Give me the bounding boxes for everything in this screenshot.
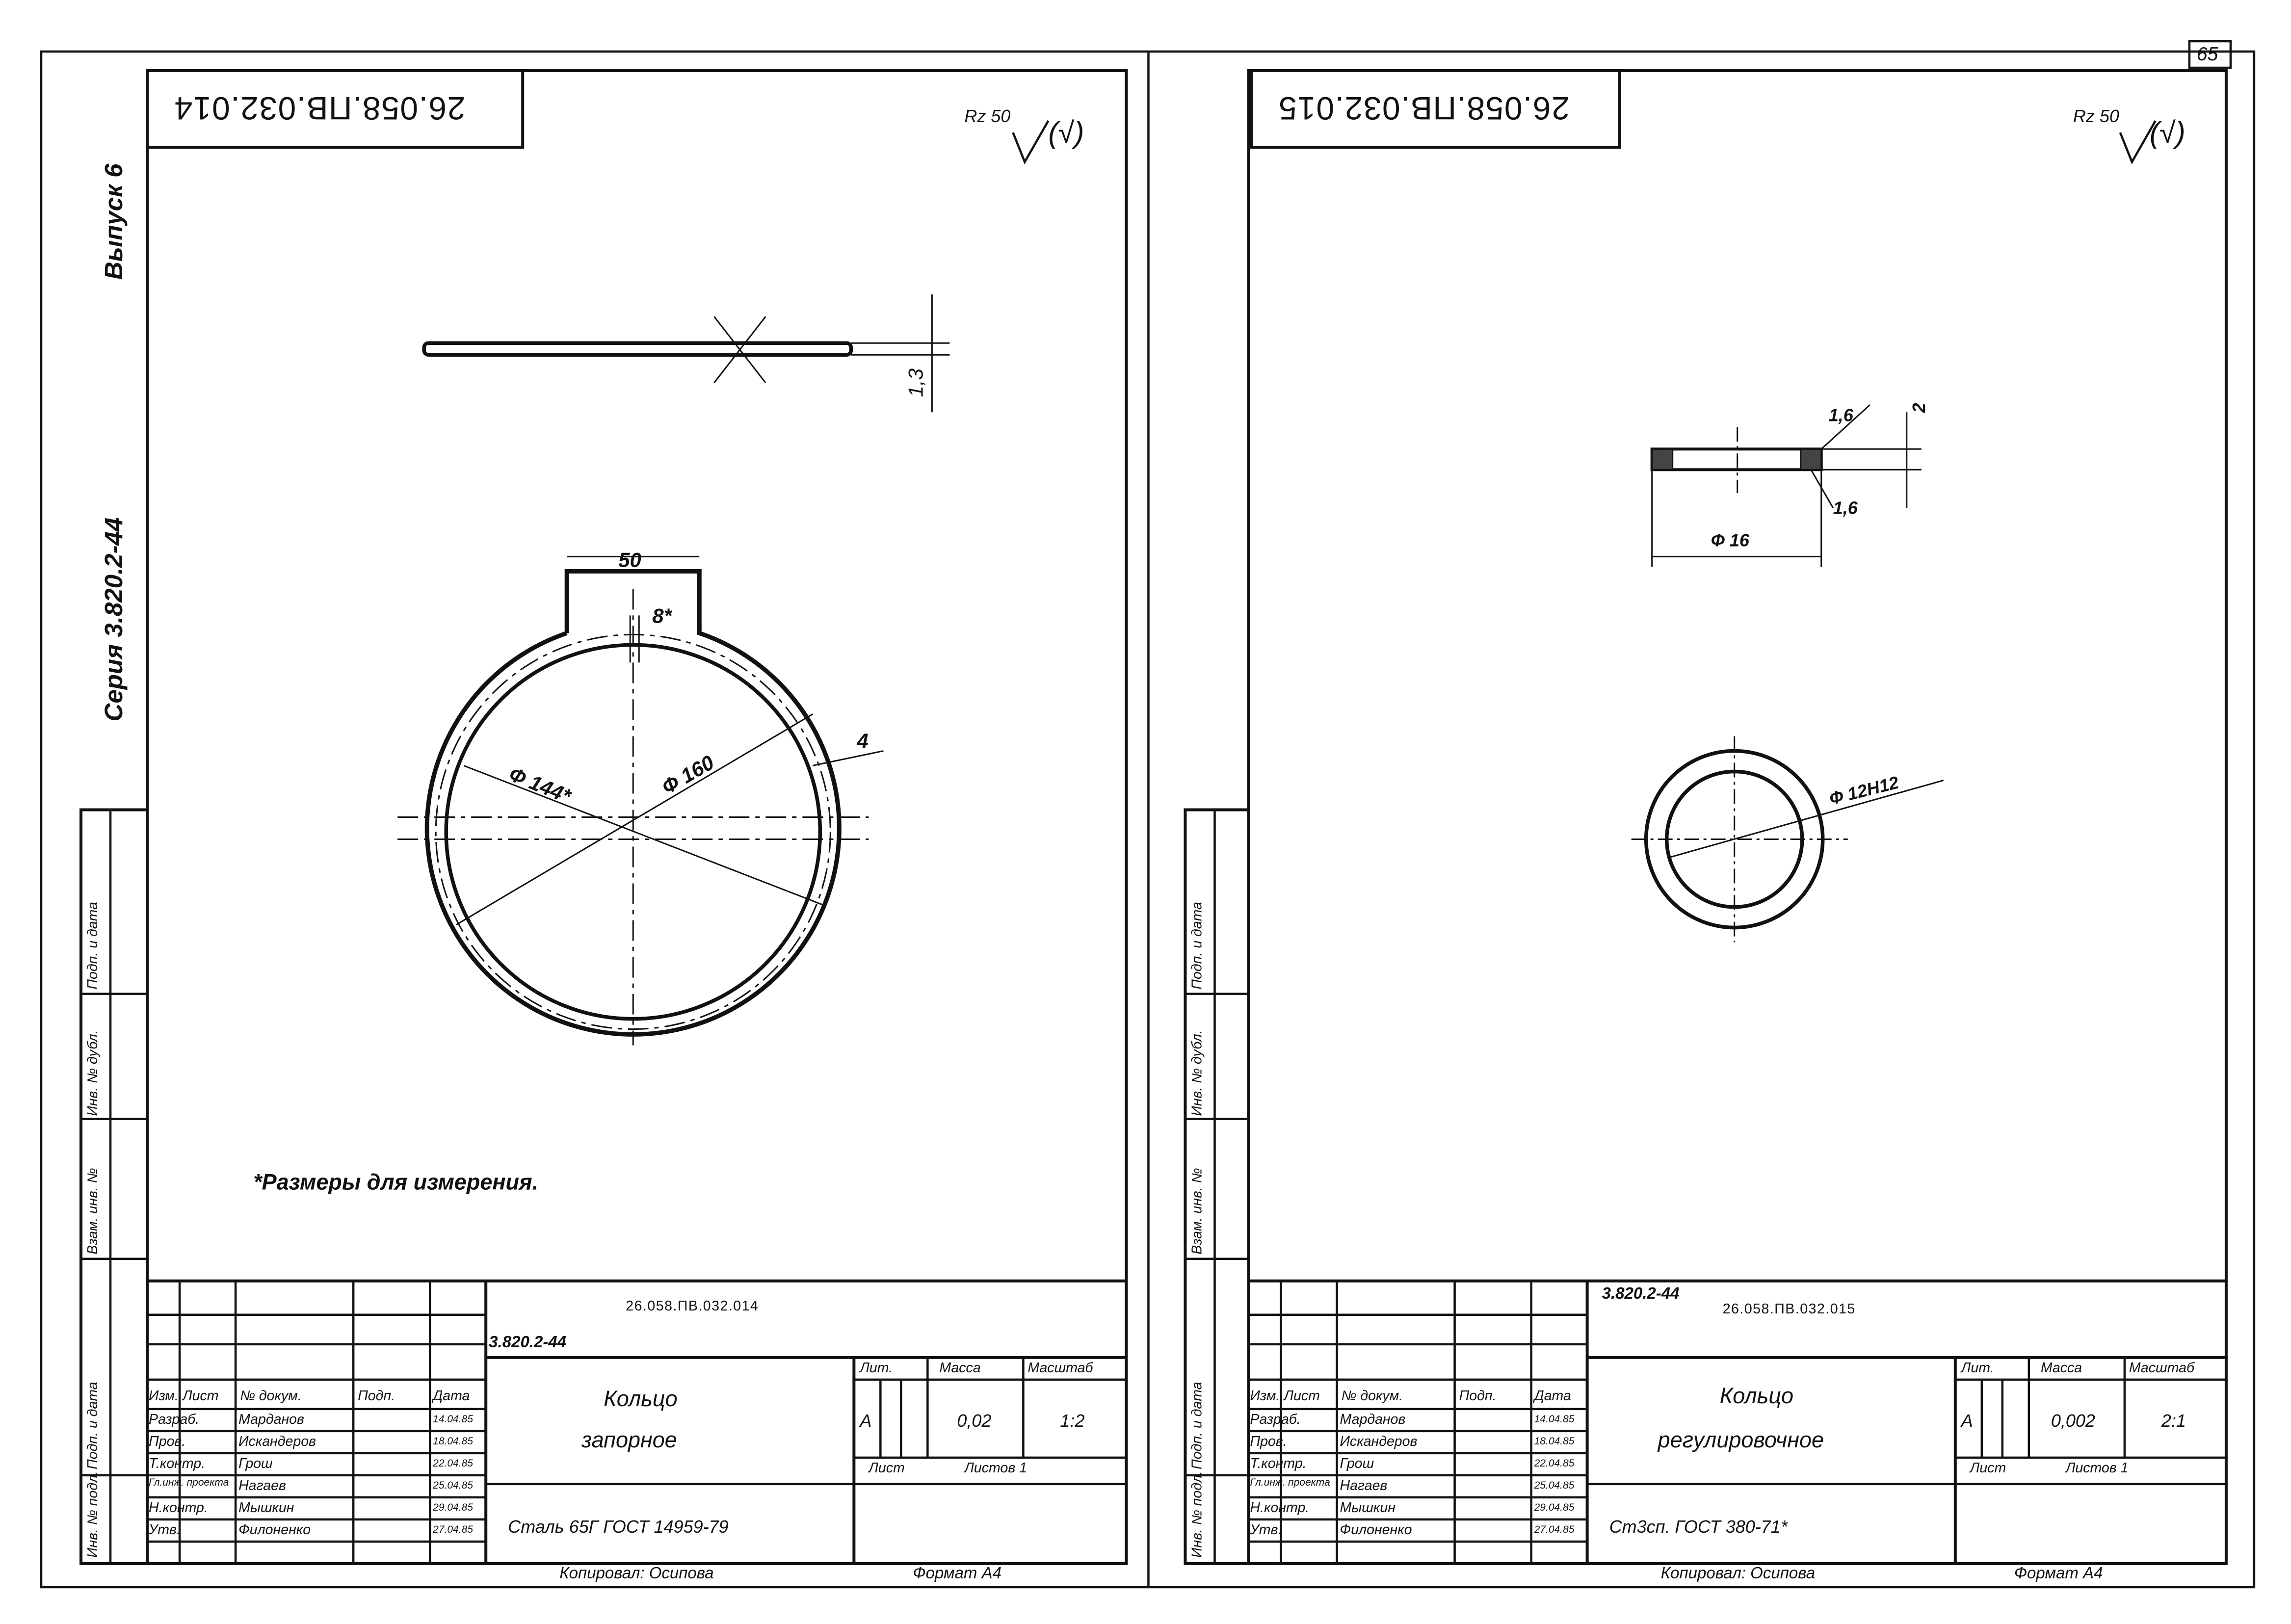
part-name-line1: Кольцо	[604, 1387, 678, 1412]
series-code: 3.820.2-44	[489, 1334, 567, 1352]
page-number: 65	[2196, 43, 2218, 65]
header-izm: Изм.	[149, 1388, 179, 1405]
role: Т.контр.	[1250, 1456, 1307, 1472]
role: Пров.	[149, 1434, 186, 1450]
dim-chamfer-bottom: 1,6	[1833, 498, 1858, 519]
role: Н.контр.	[149, 1500, 208, 1517]
scale-value: 1:2	[1060, 1410, 1085, 1431]
person-name: Грош	[238, 1456, 273, 1472]
roughness-suffix-right: (√)	[2149, 118, 2186, 151]
role: Утв.	[1250, 1522, 1282, 1539]
date: 18.04.85	[1534, 1437, 1575, 1447]
header-doc-no: № докум.	[1341, 1388, 1403, 1405]
scale-value: 2:1	[2161, 1410, 2186, 1431]
roughness-suffix-left: (√)	[1048, 118, 1084, 151]
sheet-label: Лист	[1970, 1460, 2006, 1477]
format: Формат А4	[2014, 1565, 2103, 1583]
sheets-label: Листов 1	[2065, 1460, 2129, 1477]
role: Разраб.	[149, 1412, 200, 1428]
part-name-line2: регулировочное	[1658, 1428, 1824, 1453]
person-name: Филоненко	[238, 1522, 311, 1539]
material: Ст3сп. ГОСТ 380-71*	[1609, 1516, 1788, 1537]
lit-header: Лит.	[1961, 1360, 1994, 1377]
person-name: Мышкин	[238, 1500, 294, 1517]
roughness-value-left: Rz 50	[964, 106, 1011, 127]
copied-by: Копировал: Осипова	[559, 1565, 714, 1583]
role: Гл.инж. проекта	[149, 1478, 229, 1489]
mass-header: Масса	[2040, 1360, 2082, 1377]
dim-gap: 8*	[652, 603, 672, 628]
part-name-line2: запорное	[581, 1428, 677, 1453]
date: 27.04.85	[1534, 1525, 1575, 1536]
doc-code: 26.058.ПВ.032.014	[626, 1298, 759, 1315]
dim-chamfer-top: 1,6	[1828, 405, 1853, 426]
role: Разраб.	[1250, 1412, 1301, 1428]
header-sign: Подп.	[358, 1388, 395, 1405]
note-measurement: *Размеры для измерения.	[253, 1170, 539, 1196]
dim-tab-width: 50	[618, 548, 641, 572]
date: 14.04.85	[1534, 1414, 1575, 1425]
copied-by: Копировал: Осипова	[1660, 1565, 1816, 1583]
role: Пров.	[1250, 1434, 1287, 1450]
date: 14.04.85	[433, 1414, 473, 1425]
series-code: 3.820.2-44	[1602, 1285, 1680, 1303]
date: 29.04.85	[433, 1503, 473, 1514]
date: 25.04.85	[433, 1481, 473, 1492]
person-name: Грош	[1340, 1456, 1374, 1472]
date: 18.04.85	[433, 1437, 473, 1447]
role: Гл.инж. проекта	[1250, 1478, 1330, 1489]
header-list: Лист	[1284, 1388, 1320, 1405]
title-block-left: Изм. Лист № докум. Подп. Дата Разраб. Пр…	[147, 1281, 1127, 1583]
doc-code: 26.058.ПВ.032.015	[1722, 1301, 1856, 1318]
material: Сталь 65Г ГОСТ 14959-79	[508, 1516, 729, 1537]
header-sign: Подп.	[1459, 1388, 1497, 1405]
person-name: Нагаев	[1340, 1478, 1388, 1494]
mass-value: 0,002	[2051, 1410, 2095, 1431]
sheets-label: Листов 1	[964, 1460, 1027, 1477]
date: 25.04.85	[1534, 1481, 1575, 1492]
part-name-line1: Кольцо	[1719, 1384, 1794, 1409]
format: Формат А4	[913, 1565, 1002, 1583]
mass-value: 0,02	[957, 1410, 992, 1431]
person-name: Филоненко	[1340, 1522, 1412, 1539]
mass-header: Масса	[939, 1360, 981, 1377]
sheet-label: Лист	[869, 1460, 905, 1477]
person-name: Мышкин	[1340, 1500, 1396, 1517]
role: Утв.	[149, 1522, 181, 1539]
dim-thickness-right: 2	[1908, 403, 1929, 413]
date: 27.04.85	[433, 1525, 473, 1536]
person-name: Марданов	[1340, 1412, 1406, 1428]
title-block-right: Изм. Лист № докум. Подп. Дата Разраб. Пр…	[1248, 1281, 2228, 1583]
lit-value: А	[1961, 1410, 1973, 1431]
scale-header: Масштаб	[2129, 1360, 2195, 1377]
dim-thickness-left: 1,3	[903, 368, 927, 397]
date: 22.04.85	[433, 1459, 473, 1469]
dim-outer-dia-right: Ф 16	[1711, 530, 1749, 551]
header-date: Дата	[433, 1388, 470, 1405]
header-date: Дата	[1534, 1388, 1571, 1405]
roughness-value-right: Rz 50	[2073, 106, 2119, 127]
date: 22.04.85	[1534, 1459, 1575, 1469]
header-izm: Изм.	[1250, 1388, 1280, 1405]
header-list: Лист	[183, 1388, 219, 1405]
person-name: Искандеров	[238, 1434, 316, 1450]
role: Н.контр.	[1250, 1500, 1310, 1517]
header-doc-no: № докум.	[240, 1388, 302, 1405]
person-name: Марданов	[238, 1412, 304, 1428]
date: 29.04.85	[1534, 1503, 1575, 1514]
scale-header: Масштаб	[1027, 1360, 1093, 1377]
lit-value: А	[860, 1410, 872, 1431]
person-name: Искандеров	[1340, 1434, 1418, 1450]
dim-width: 4	[857, 729, 869, 753]
lit-header: Лит.	[860, 1360, 893, 1377]
role: Т.контр.	[149, 1456, 206, 1472]
person-name: Нагаев	[238, 1478, 286, 1494]
